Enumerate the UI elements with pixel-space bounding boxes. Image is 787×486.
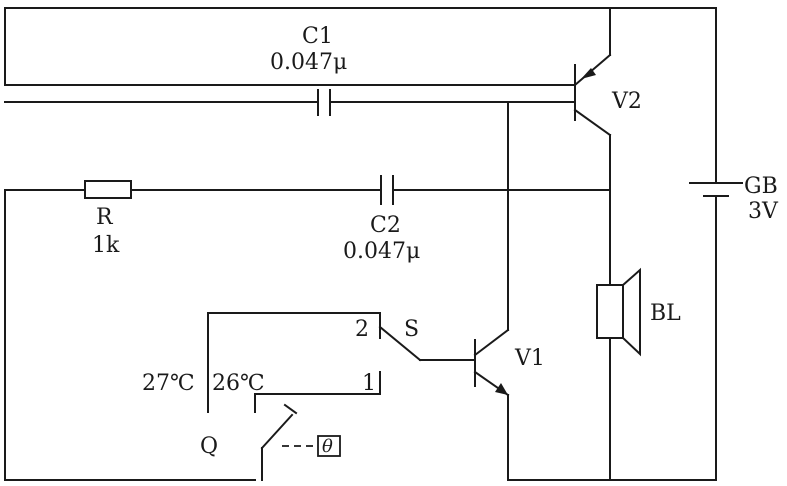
wire-r-c2-branch bbox=[4, 189, 611, 481]
resistor-r bbox=[84, 180, 132, 199]
c2-value: 0.047μ bbox=[343, 239, 420, 264]
switch-s bbox=[207, 312, 476, 395]
capacitor-c2 bbox=[380, 175, 394, 205]
wire-top-rail bbox=[4, 7, 717, 184]
switch-pos-2: 2 bbox=[355, 317, 369, 342]
temp-26-label: 26℃ bbox=[212, 371, 265, 396]
speaker-label: BL bbox=[650, 301, 681, 326]
transistor-v2 bbox=[573, 53, 612, 137]
thermostat-q bbox=[207, 312, 341, 481]
gb-name: GB bbox=[744, 174, 778, 199]
r-name: R bbox=[96, 205, 114, 230]
switch-label: S bbox=[404, 317, 419, 342]
temp-27-label: 27℃ bbox=[142, 371, 195, 396]
c1-name: C1 bbox=[302, 24, 333, 49]
c1-value: 0.047μ bbox=[270, 50, 347, 75]
c2-name: C2 bbox=[370, 213, 401, 238]
v1-label: V1 bbox=[514, 346, 545, 371]
r-value: 1k bbox=[92, 233, 120, 258]
transistor-v1 bbox=[473, 328, 510, 481]
battery-gb bbox=[689, 182, 743, 481]
gb-value: 3V bbox=[748, 199, 779, 224]
switch-pos-1: 1 bbox=[362, 371, 376, 396]
sensor-theta: θ bbox=[322, 436, 333, 457]
v2-label: V2 bbox=[611, 89, 642, 114]
thermostat-label: Q bbox=[200, 434, 218, 459]
speaker-bl bbox=[596, 267, 641, 357]
capacitor-c1 bbox=[317, 89, 331, 116]
